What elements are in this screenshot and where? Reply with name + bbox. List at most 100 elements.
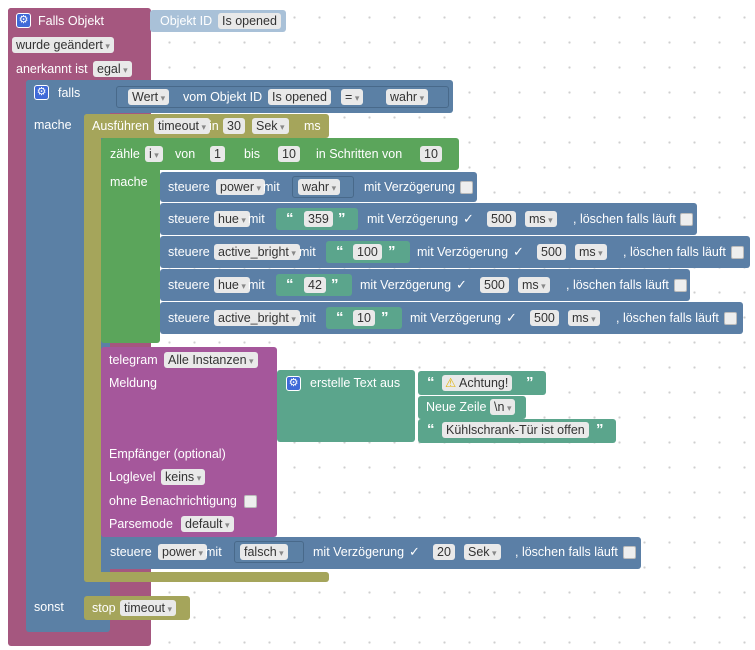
setter-clear: , löschen falls läuft [515,545,618,559]
setter-delay: mit Verzögerung [313,545,405,559]
if-do-label: mache [34,118,72,132]
quote-open: “ [427,421,435,438]
setter-delay: mit Verzögerung [410,311,502,325]
loop-step[interactable]: 10 [420,146,442,162]
clear-checkbox[interactable] [623,546,636,559]
delay-checkbox[interactable]: ✓ [506,310,517,325]
clear-checkbox[interactable] [674,279,687,292]
setter-value[interactable]: 359 [304,211,333,227]
timeout-unit[interactable]: Sek [252,118,289,134]
timeout-block[interactable] [84,114,101,582]
loop-do-label: mache [110,175,148,189]
quote-open: “ [286,276,294,293]
setter-ms[interactable]: 500 [530,310,559,326]
trigger-header-ext [8,8,148,33]
setter-unit[interactable]: ms [575,244,607,260]
ack-dropdown[interactable]: egal [93,61,132,77]
quote-open: “ [336,309,344,326]
setter-target[interactable]: hue [214,277,250,293]
operator-dropdown[interactable]: = [341,89,364,105]
if-label: falls [58,86,81,100]
setter-target[interactable]: power [216,179,266,195]
warning-icon: ⚠ [445,376,457,390]
setter-mit: mit [263,180,280,194]
setter-clear: , löschen falls läuft [573,212,676,226]
condition-object[interactable]: Is opened [268,89,331,105]
loglevel-label: Loglevel [109,470,156,484]
quote-open: “ [336,243,344,260]
delay-checkbox[interactable] [460,181,473,194]
parsemode-label: Parsemode [109,517,173,531]
clear-checkbox[interactable] [680,213,693,226]
gear-icon[interactable]: ⚙ [34,85,49,100]
silent-checkbox[interactable] [244,495,257,508]
newline-dropdown[interactable]: \n [490,399,516,415]
loop-to[interactable]: 10 [278,146,300,162]
setter-target[interactable]: power [158,544,208,560]
setter-mit: mit [248,212,265,226]
telegram-message-label: Meldung [109,376,157,390]
setter-label: steuere [168,245,210,259]
timeout-label: Ausführen [92,119,149,133]
setter-mit: mit [299,245,316,259]
setter-target[interactable]: hue [214,211,250,227]
setter-value[interactable]: 10 [353,310,375,326]
delay-checkbox[interactable]: ✓ [409,544,420,559]
timeout-name[interactable]: timeout [154,118,211,134]
delay-checkbox[interactable]: ✓ [456,277,467,292]
setter-target[interactable]: active_bright [214,244,300,260]
setter-value[interactable]: 42 [304,277,326,293]
telegram-instance[interactable]: Alle Instanzen [164,352,258,368]
ack-label: anerkannt ist [16,62,88,76]
clear-checkbox[interactable] [731,246,744,259]
changed-dropdown[interactable]: wurde geändert [12,37,114,53]
setter-clear: , löschen falls läuft [566,278,669,292]
setter-delay: mit Verzögerung [364,180,456,194]
setter-clear: , löschen falls läuft [616,311,719,325]
setter-ms[interactable]: 500 [480,277,509,293]
loop-from[interactable]: 1 [210,146,225,162]
stop-label: stop [92,601,116,615]
text-item-2-value[interactable]: Kühlschrank-Tür ist offen [442,422,589,438]
setter-mit: mit [248,278,265,292]
setter-unit[interactable]: ms [518,277,550,293]
clear-checkbox[interactable] [724,312,737,325]
setter-label: steuere [110,545,152,559]
setter-value[interactable]: 100 [353,244,382,260]
setter-delay: mit Verzögerung [360,278,452,292]
stop-dropdown[interactable]: timeout [120,600,177,616]
loglevel-dropdown[interactable]: keins [161,469,206,485]
timeout-value[interactable]: 30 [223,118,245,134]
setter-delay-value[interactable]: 20 [433,544,455,560]
setter-value[interactable]: falsch [240,544,288,560]
create-text-label: erstelle Text aus [310,376,401,390]
setter-value[interactable]: wahr [298,179,341,195]
setter-target[interactable]: active_bright [214,310,300,326]
quote-close: ” [596,421,604,438]
objekt-id-value[interactable]: Is opened [218,13,281,29]
condition-value-dropdown[interactable]: wahr [386,89,429,105]
telegram-label: telegram [109,353,158,367]
setter-clear: , löschen falls läuft [623,245,726,259]
delay-checkbox[interactable]: ✓ [463,211,474,226]
loop-label: zähle [110,147,140,161]
setter-mit: mit [299,311,316,325]
gear-icon[interactable]: ⚙ [16,13,31,28]
setter-unit[interactable]: Sek [464,544,501,560]
setter-unit[interactable]: ms [568,310,600,326]
delay-checkbox[interactable]: ✓ [513,244,524,259]
setter-mit: mit [205,545,222,559]
parsemode-dropdown[interactable]: default [181,516,234,532]
vom-objekt-label: vom Objekt ID [183,90,263,104]
wert-dropdown[interactable]: Wert [128,89,170,105]
gear-icon[interactable]: ⚙ [286,376,301,391]
loop-var[interactable]: i [145,146,163,162]
quote-close: ” [388,243,396,260]
text-item-1-value[interactable]: ⚠ Achtung! [442,375,513,391]
setter-ms[interactable]: 500 [537,244,566,260]
setter-unit[interactable]: ms [525,211,557,227]
setter-ms[interactable]: 500 [487,211,516,227]
setter-label: steuere [168,278,210,292]
loop-block[interactable] [101,138,160,343]
setter-label: steuere [168,180,210,194]
